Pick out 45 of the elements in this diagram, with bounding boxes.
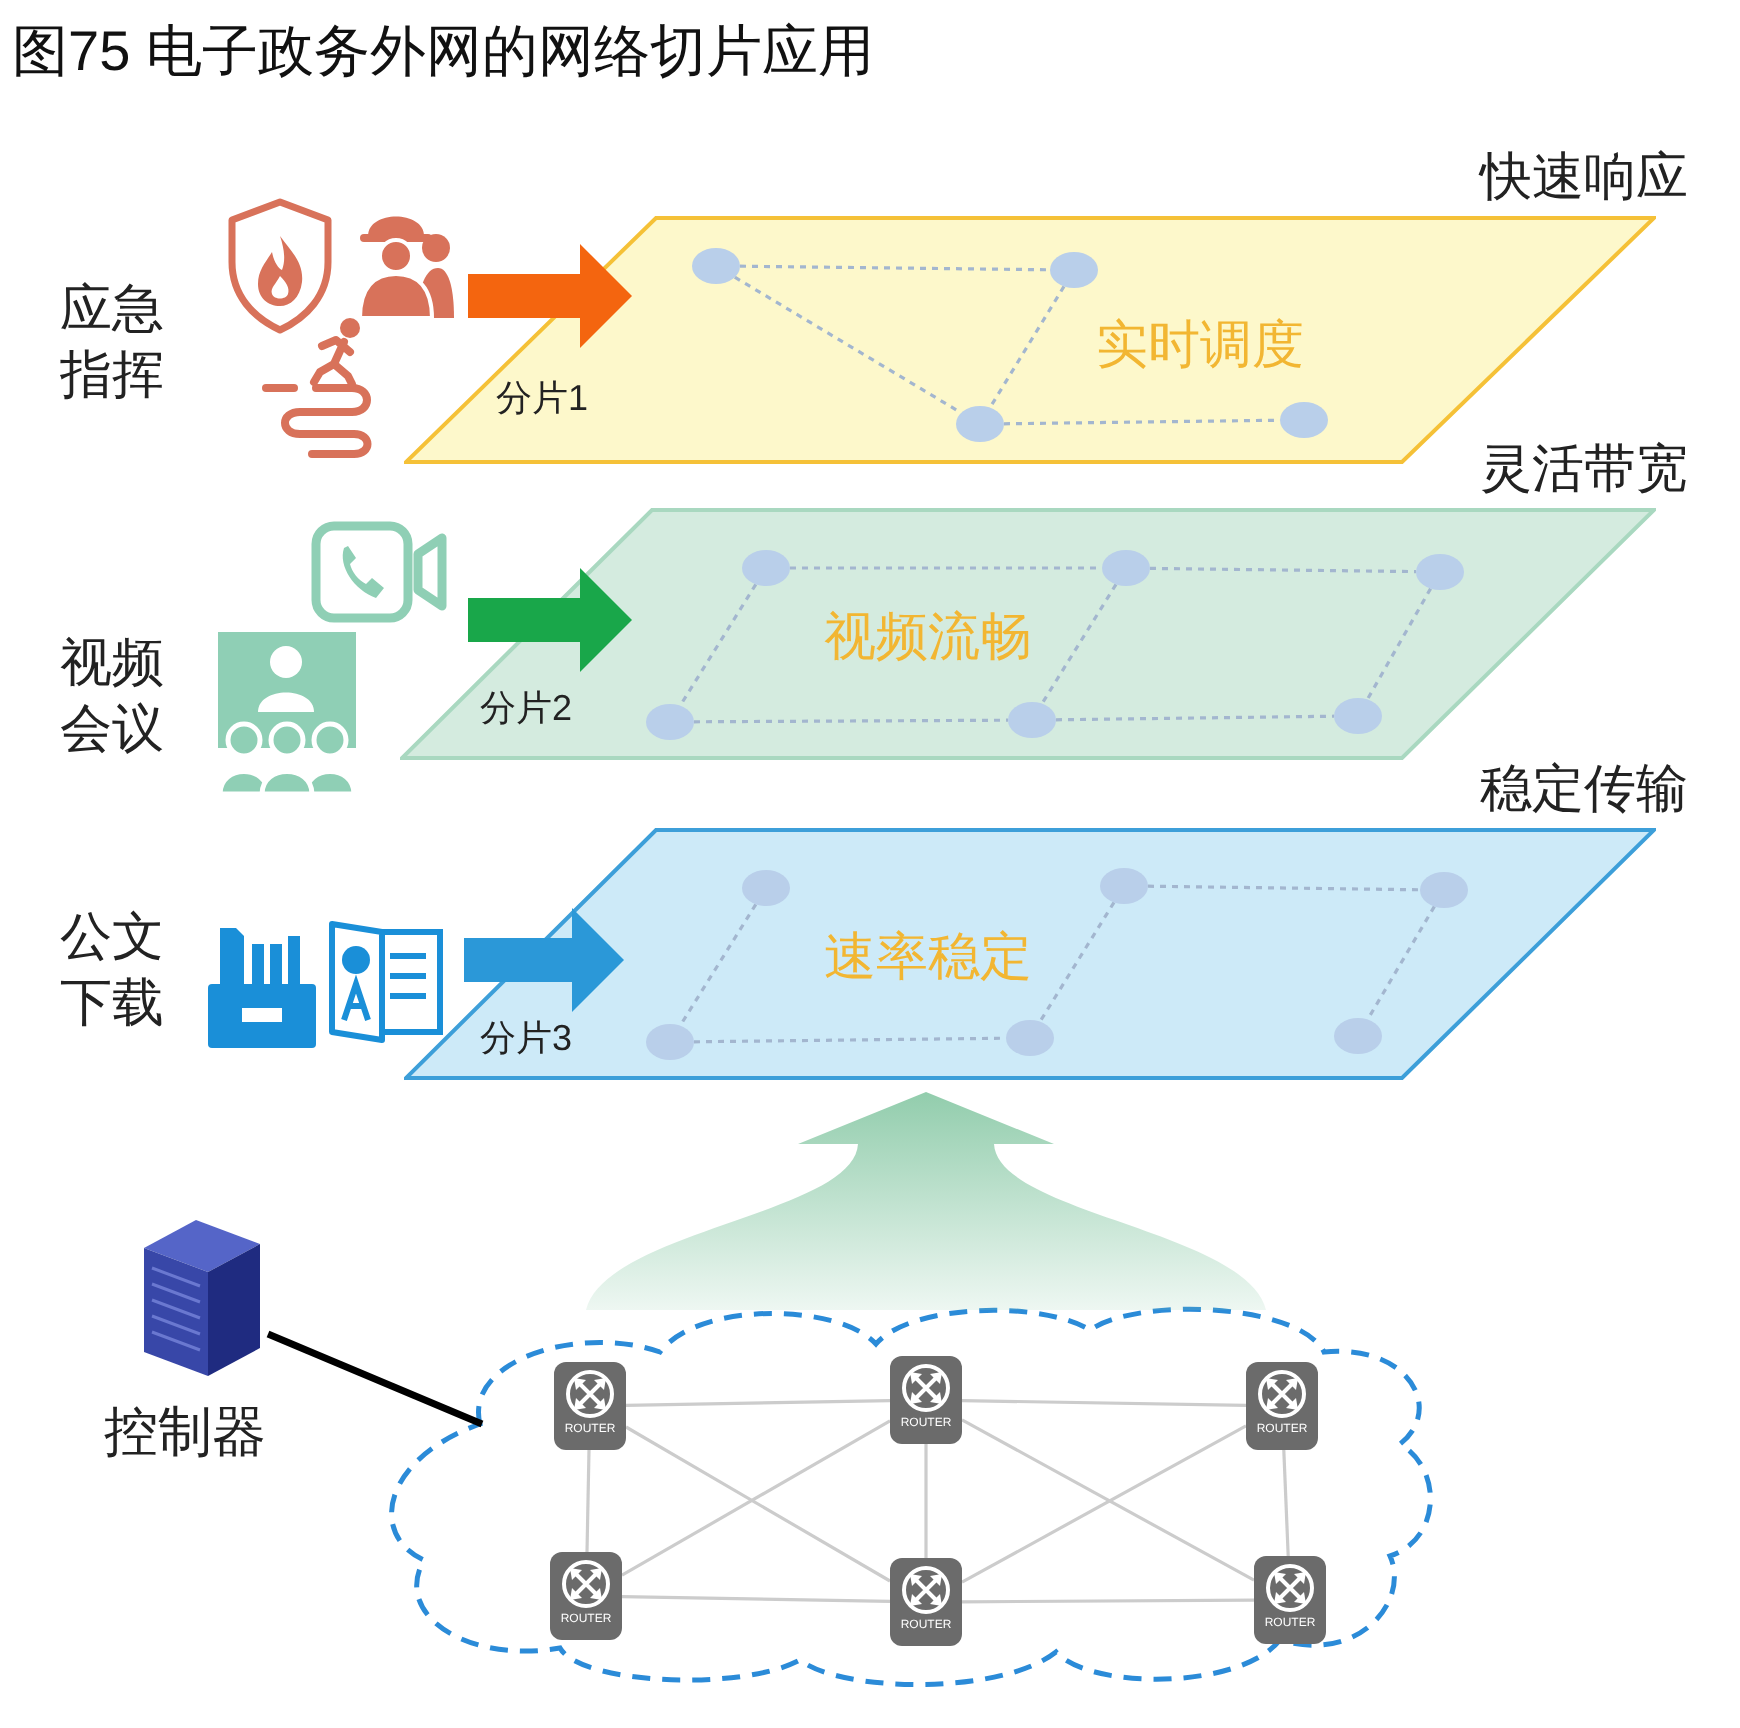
- dashed-line: [790, 566, 1102, 570]
- dashed-line: [1366, 587, 1432, 701]
- connection-line: [961, 1399, 1247, 1407]
- dashed-line: [678, 903, 758, 1027]
- slice-heading: 灵活带宽: [1480, 436, 1688, 501]
- controller-label: 控制器: [104, 1400, 266, 1466]
- application-label: 公文下载: [60, 904, 166, 1034]
- slice-feature-label: 速率稳定: [824, 924, 1032, 989]
- dashed-line: [1149, 566, 1417, 574]
- connection-line: [585, 1449, 591, 1553]
- dashed-line: [1040, 583, 1118, 705]
- dashed-line: [694, 1036, 1006, 1044]
- router-tile: [890, 1558, 962, 1646]
- slice-feature-label: 视频流畅: [824, 604, 1032, 669]
- dashed-line: [740, 264, 1050, 272]
- dashed-line: [694, 718, 1008, 724]
- router-tile: [550, 1552, 622, 1640]
- connection-line: [621, 1595, 891, 1603]
- block-arrow: [468, 568, 632, 672]
- connection-line: [266, 1330, 484, 1428]
- edge-label: 分片3: [480, 1016, 573, 1061]
- connection-line: [625, 1399, 891, 1407]
- connection-line: [962, 1598, 1254, 1604]
- dashed-line: [678, 583, 758, 707]
- slice-feature-label: 实时调度: [1096, 312, 1304, 377]
- block-arrow: [464, 908, 624, 1012]
- router-tile: [890, 1356, 962, 1444]
- router-tile: [554, 1362, 626, 1450]
- connection-line: [1282, 1449, 1290, 1557]
- connection-line: [924, 1444, 928, 1558]
- dashed-line: [1055, 714, 1335, 722]
- edge-label: 分片2: [480, 686, 573, 731]
- dashed-line: [1366, 905, 1436, 1021]
- router-tile: [1246, 1362, 1318, 1450]
- slice-heading: 快速响应: [1480, 144, 1688, 209]
- dashed-line: [988, 285, 1066, 409]
- dashed-line: [1147, 884, 1421, 892]
- flared-arrow: [586, 1092, 1266, 1310]
- dashed-line: [733, 275, 963, 415]
- router-tile: [1254, 1556, 1326, 1644]
- slice-heading: 稳定传输: [1480, 756, 1688, 821]
- application-label: 应急指挥: [60, 276, 166, 406]
- application-label: 视频会议: [60, 630, 166, 760]
- dashed-line: [1038, 901, 1116, 1023]
- figure-title: 图75 电子政务外网的网络切片应用: [12, 18, 874, 86]
